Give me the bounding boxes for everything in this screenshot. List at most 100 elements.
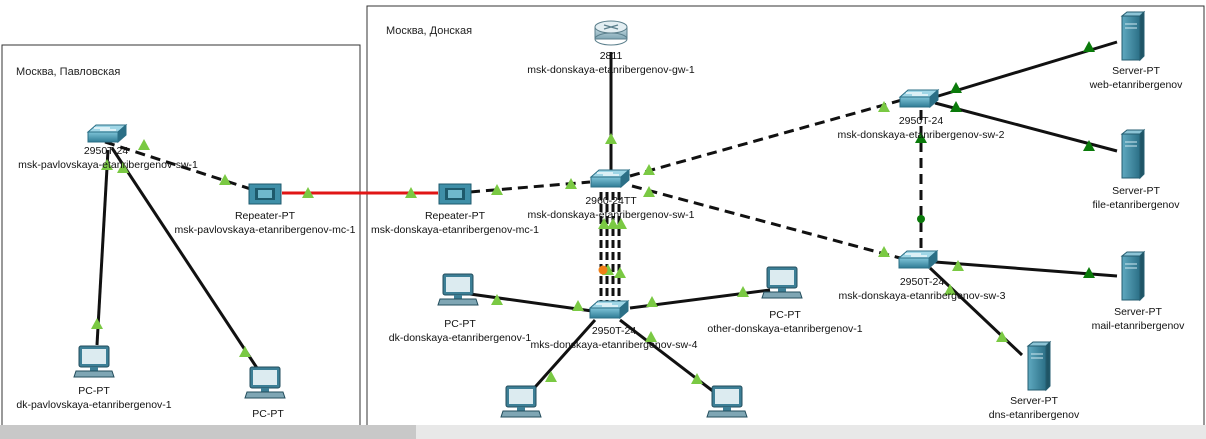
port-up-indicator	[572, 300, 584, 311]
device-model-label: PC-PT	[78, 385, 110, 397]
area-frame-donskaya[interactable]	[366, 5, 1205, 439]
device-name-label: msk-donskaya-etanribergenov-sw-1	[528, 209, 695, 221]
device-model-label: 2950T-24	[900, 276, 945, 288]
horizontal-scrollbar[interactable]	[0, 425, 1206, 439]
device-name-label: mks-donskaya-etanribergenov-sw-4	[531, 339, 698, 351]
port-up-indicator	[91, 318, 103, 329]
area-title-pavlovskaya: Москва, Павловская	[16, 66, 120, 78]
port-up-indicator	[615, 218, 627, 229]
device-name-label: file-etanribergenov	[1093, 199, 1181, 211]
device-name-label: msk-donskaya-etanribergenov-sw-2	[838, 129, 1005, 141]
port-up-indicator	[643, 164, 655, 175]
switch-icon	[898, 250, 938, 269]
device-model-label: 2811	[600, 50, 623, 62]
repeater-icon	[248, 183, 282, 205]
switch-icon	[899, 89, 939, 108]
port-up-indicator	[915, 132, 927, 143]
link-pav-sw1-mc1[interactable]	[104, 140, 261, 194]
device-name-label: mail-etanribergenov	[1092, 320, 1186, 332]
pc-icon	[761, 266, 803, 299]
pc-icon	[706, 385, 748, 418]
device-name-label: msk-pavlovskaya-etanribergenov-sw-1	[18, 159, 198, 171]
server-mail[interactable]: Server-PT mail-etanribergenov	[1092, 251, 1186, 332]
switch-icon	[589, 300, 629, 319]
pc-other-donskaya[interactable]: PC-PT other-donskaya-etanribergenov-1	[707, 266, 863, 335]
device-model-label: Repeater-PT	[425, 210, 486, 222]
server-web[interactable]: Server-PT web-etanribergenov	[1089, 11, 1184, 91]
link-pav-sw1-pc2[interactable]	[110, 147, 259, 369]
device-model-label: Repeater-PT	[235, 210, 296, 222]
port-up-indicator	[996, 331, 1008, 342]
port-up-indicator	[491, 184, 503, 195]
router-icon	[594, 20, 628, 46]
link-sw4-dk[interactable]	[469, 292, 593, 313]
device-model-label: PC-PT	[252, 408, 284, 420]
device-name-label: msk-donskaya-etanribergenov-sw-3	[839, 290, 1006, 302]
pc-dk-pavlovskaya[interactable]: PC-PT dk-pavlovskaya-etanribergenov-1	[16, 345, 172, 411]
link-sw1-sw3[interactable]	[631, 184, 901, 260]
device-model-label: 2950T-24	[84, 145, 129, 157]
area-title-donskaya: Москва, Донская	[386, 25, 472, 37]
server-icon	[1121, 11, 1145, 61]
pc-donskaya-bottom-left[interactable]	[500, 385, 542, 418]
repeater-pav-mc1[interactable]: Repeater-PT msk-pavlovskaya-etanribergen…	[175, 183, 356, 236]
device-model-label: 2950T-24	[592, 325, 637, 337]
port-up-indicator	[691, 373, 703, 384]
port-up-indicator	[545, 371, 557, 382]
port-up-indicator	[117, 162, 129, 173]
pc-icon	[73, 345, 115, 378]
port-up-indicator	[405, 187, 417, 198]
device-model-label: Server-PT	[1112, 65, 1160, 77]
repeater-icon	[438, 183, 472, 205]
device-model-label: 2950T-24	[899, 115, 944, 127]
port-up-indicator	[944, 284, 956, 295]
switch-pav-sw1[interactable]: 2950T-24 msk-pavlovskaya-etanribergenov-…	[18, 124, 198, 171]
router-gw1[interactable]: 2811 msk-donskaya-etanribergenov-gw-1	[527, 20, 695, 76]
switch-icon	[590, 169, 630, 188]
pc-icon	[244, 366, 286, 399]
port-blocking-indicator	[917, 215, 925, 223]
link-sw2-file[interactable]	[934, 101, 1118, 153]
port-up-indicator	[950, 101, 962, 112]
port-up-indicator	[605, 133, 617, 144]
switch-don-sw4[interactable]: 2950T-24 mks-donskaya-etanribergenov-sw-…	[531, 300, 698, 351]
port-up-indicator	[952, 260, 964, 271]
link-pav-sw1-dk[interactable]	[95, 149, 110, 346]
pc-donskaya-bottom-right[interactable]	[706, 385, 748, 418]
port-blocking-indicator	[598, 265, 608, 275]
port-up-indicator	[302, 187, 314, 198]
switch-don-sw2[interactable]: 2950T-24 msk-donskaya-etanribergenov-sw-…	[838, 89, 1005, 141]
port-indicators	[91, 41, 1095, 384]
scrollbar-thumb[interactable]	[0, 425, 416, 439]
device-name-label: dk-donskaya-etanribergenov-1	[389, 332, 532, 344]
link-sw4-pc-left[interactable]	[526, 319, 597, 396]
port-up-indicator	[1083, 140, 1095, 151]
area-frame-pavlovskaya[interactable]	[1, 44, 361, 439]
device-name-label: msk-donskaya-etanribergenov-mc-1	[371, 224, 539, 236]
port-up-indicator	[643, 186, 655, 197]
server-icon	[1027, 341, 1051, 391]
switch-don-sw1[interactable]: 2960-24TT msk-donskaya-etanribergenov-sw…	[528, 169, 695, 221]
port-up-indicator	[239, 346, 251, 357]
device-name-label: msk-pavlovskaya-etanribergenov-mc-1	[175, 224, 356, 236]
port-up-indicator	[607, 218, 619, 229]
pc-icon	[437, 273, 479, 306]
device-model-label: PC-PT	[769, 309, 801, 321]
server-dns[interactable]: Server-PT dns-etanribergenov	[989, 341, 1080, 421]
server-file[interactable]: Server-PT file-etanribergenov	[1093, 129, 1181, 211]
device-name-label: msk-donskaya-etanribergenov-gw-1	[527, 64, 695, 76]
pc-pavlovskaya-2[interactable]: PC-PT	[244, 366, 286, 420]
device-model-label: Server-PT	[1112, 185, 1160, 197]
pc-dk-donskaya[interactable]: PC-PT dk-donskaya-etanribergenov-1	[389, 273, 532, 344]
port-up-indicator	[646, 296, 658, 307]
port-up-indicator	[1083, 41, 1095, 52]
pc-icon	[500, 385, 542, 418]
port-up-indicator	[565, 178, 577, 189]
repeater-don-mc1[interactable]: Repeater-PT msk-donskaya-etanribergenov-…	[371, 183, 539, 236]
port-up-indicator	[878, 246, 890, 257]
port-up-indicator	[950, 82, 962, 93]
device-name-label: dk-pavlovskaya-etanribergenov-1	[16, 399, 171, 411]
switch-don-sw3[interactable]: 2950T-24 msk-donskaya-etanribergenov-sw-…	[839, 250, 1006, 302]
server-icon	[1121, 129, 1145, 179]
